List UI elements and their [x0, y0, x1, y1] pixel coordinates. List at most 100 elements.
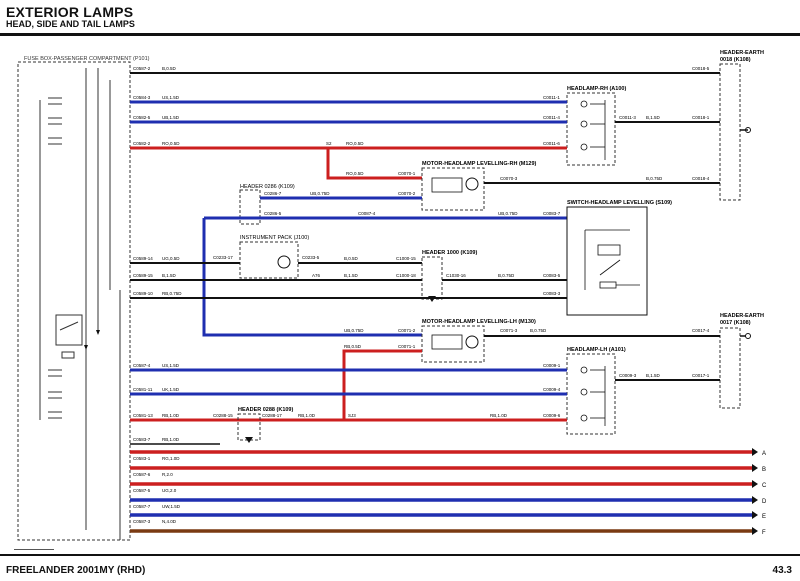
rail-label-c: C: [762, 483, 767, 489]
wire-label-c0587-3: N,4.0D: [162, 519, 177, 524]
header-1000-box: [421, 256, 443, 300]
header-0286-box: [239, 189, 261, 225]
page-subtitle: HEAD, SIDE AND TAIL LAMPS: [6, 19, 135, 29]
wire-label-ro05: RO,0.5D: [346, 171, 364, 176]
wire-label-c0589-15: B,1.5D: [162, 273, 177, 278]
conn-c0582-5: C0582-5: [133, 115, 151, 120]
rail-label-a: A: [762, 451, 766, 457]
wire-label-c0582-2: RO,0.5D: [162, 141, 180, 146]
rail-a: A C0583-1 RG,1.0D: [130, 448, 766, 461]
splice-a76: A76: [312, 273, 321, 278]
conn-c0011-6: C0011-6: [543, 141, 560, 146]
wire-label-rb05: RB,0.5D: [344, 344, 362, 349]
header-0288-label: HEADER 0288 (K109): [238, 407, 293, 413]
wire-label-b075-ml: B,0.75D: [530, 328, 547, 333]
conn-c0087-4: C0087-4: [358, 211, 376, 216]
rail-e: E C0587-3 N,4.0D: [130, 511, 766, 524]
conn-c0587-3: C0587-3: [133, 519, 151, 524]
wire-label-c0583-1: RG,1.0D: [162, 456, 180, 461]
conn-c0589-14: C0589-14: [133, 256, 153, 261]
conn-c0083-3: C0083-3: [543, 291, 561, 296]
page-title: EXTERIOR LAMPS: [6, 4, 134, 20]
fuse-box-label: FUSE BOX-PASSENGER COMPARTMENT (P101): [24, 56, 150, 62]
motor-rh-box: [421, 167, 485, 211]
wire-label-c0587-2: B,0.5D: [162, 66, 177, 71]
conn-c0581-13: C0581-13: [133, 413, 153, 418]
conn-c0009-4: C0009-4: [543, 387, 561, 392]
footer-short-rule: [14, 549, 54, 550]
conn-c0083-5: C0083-5: [543, 273, 561, 278]
headlamp-lh-box: [566, 353, 616, 435]
wire-label-ub075-sw: UB,0.75D: [498, 211, 518, 216]
rail-b: B C0587-6 R,2.0: [130, 464, 766, 477]
wire-label-s2: RO,0.5D: [346, 141, 364, 146]
wire-red-motor-lh: [342, 349, 422, 420]
conn-c0018-4: C0018-4: [692, 176, 710, 181]
wire-label-b15-a76: B,1.5D: [344, 273, 359, 278]
rail-label-e: E: [762, 514, 766, 520]
wire-label-c0587-5: UG,2.0: [162, 488, 177, 493]
motor-rh-label: MOTOR-HEADLAMP LEVELLING-RH (M129): [422, 161, 537, 167]
wire-blue-loop: [202, 218, 422, 337]
wire-label-ub075-ml: UB,0.75D: [344, 328, 364, 333]
rail-c: C C0587-5 UG,2.0: [130, 480, 767, 493]
wire-label-c0583-7: RB,1.0D: [162, 437, 180, 442]
conn-c0009-1: C0009-1: [543, 363, 561, 368]
header-0288-box: [237, 413, 261, 441]
motor-lh-label: MOTOR-HEADLAMP LEVELLING-LH (M130): [422, 319, 536, 325]
fuse-symbols: [39, 68, 121, 540]
bottom-rule: [0, 554, 800, 556]
footer-model: FREELANDER 2001MY (RHD): [6, 565, 146, 576]
wire-label-b15-rh: B,1.5D: [646, 115, 661, 120]
wire-label-b075-sw: B,0.75D: [498, 273, 515, 278]
header-earth-mid-label: HEADER-EARTH: [720, 313, 764, 319]
conn-c0288-17: C0288-17: [262, 413, 282, 418]
conn-c0589-10: C0589-10: [133, 291, 153, 296]
conn-c1000-15: C1000-15: [396, 256, 416, 261]
earth-top-terminal: [745, 127, 751, 133]
conn-c0589-15: C0589-15: [133, 273, 153, 278]
header-earth-top-id: 0018 (K108): [720, 57, 751, 63]
wire-label-b05-ip: B,0.5D: [344, 256, 359, 261]
header-earth-mid-id: 0017 (K108): [720, 320, 751, 326]
rail-label-b: B: [762, 467, 766, 473]
conn-c0011-1: C0011-1: [543, 95, 560, 100]
wire-label-c0589-14: UG,0.5D: [162, 256, 180, 261]
wire-label-c0587-7: UW,1.5D: [162, 504, 181, 509]
header-0288-earth: [245, 437, 253, 443]
motor-lh-box: [421, 325, 485, 363]
wire-label-rb10-b: RB,1.0D: [490, 413, 508, 418]
header-1000-label: HEADER 1000 (K109): [422, 250, 477, 256]
instrument-pack-box: [239, 241, 299, 279]
wire-red-motor-rh: [326, 148, 422, 180]
wire-label-rb10-a: RB,1.0D: [298, 413, 316, 418]
header-earth-top-label: HEADER-EARTH: [720, 50, 764, 56]
conn-c0286-5: C0286-5: [264, 211, 282, 216]
top-rule: [0, 33, 800, 36]
wire-label-b15-lh: B,1.5D: [646, 373, 661, 378]
conn-c0018-5: C0018-5: [692, 66, 710, 71]
conn-c0587-2: C0587-2: [133, 66, 151, 71]
conn-c0583-1: C0583-1: [133, 456, 151, 461]
conn-c0070-3: C0070-3: [500, 176, 518, 181]
conn-c0581-11: C0581-11: [133, 387, 153, 392]
conn-c0233-5: C0233-5: [302, 255, 320, 260]
conn-c0011-3: C0011-3: [619, 115, 636, 120]
motor-rh-body: [431, 177, 463, 193]
wire-label-c0584-3: US,1.5D: [162, 95, 180, 100]
headlamp-rh-label: HEADLAMP-RH (A100): [567, 86, 626, 92]
rail-label-f: F: [762, 530, 766, 536]
wire-label-c0581-13: RB,1.0D: [162, 413, 180, 418]
conn-c0017-1: C0017-1: [692, 373, 710, 378]
conn-c0233-17: C0233-17: [213, 255, 233, 260]
motor-rh-symbol: [465, 177, 479, 191]
page-number: 43.3: [772, 565, 792, 576]
wire-label-c0587-4: US,1.5D: [162, 363, 180, 368]
splice-s2: S2: [326, 141, 332, 146]
header-0286-label: HEADER 0286 (K109): [240, 184, 295, 190]
conn-c0018-1: C0018-1: [692, 115, 710, 120]
conn-c0017-4: C0017-4: [692, 328, 710, 333]
switch-levelling-box: [566, 206, 648, 316]
wire-label-c0587-6: R,2.0: [162, 472, 173, 477]
